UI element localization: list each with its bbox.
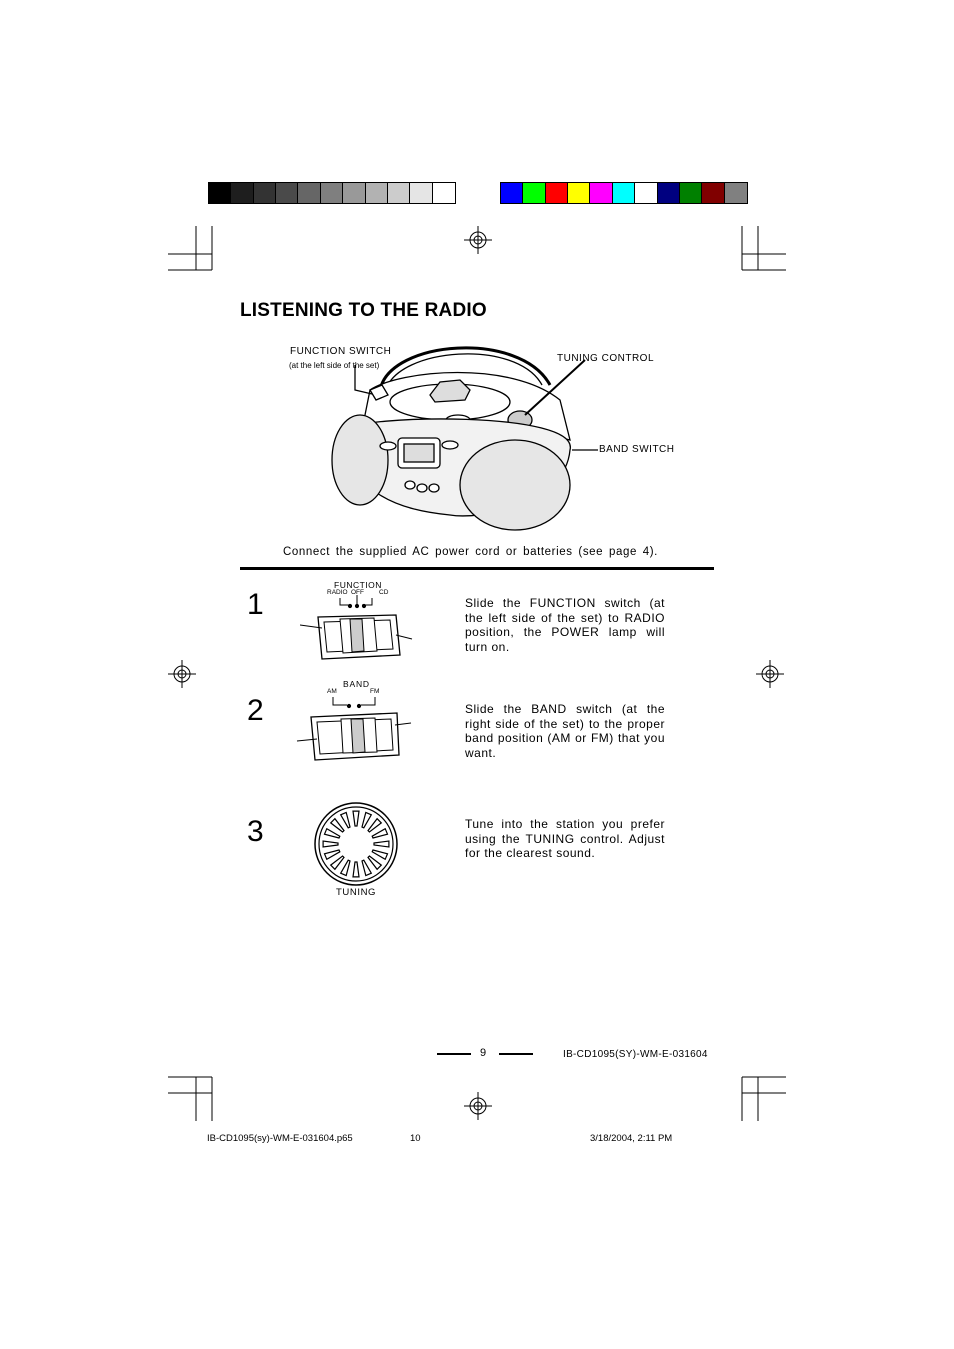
- function-off-label: OFF: [351, 589, 364, 596]
- registration-target-icon: [168, 660, 196, 688]
- gray-swatch: [343, 183, 366, 203]
- band-fm-label: FM: [370, 688, 380, 695]
- color-swatch: [612, 183, 636, 203]
- tuning-diagram-title: TUNING: [336, 887, 377, 898]
- knob-ridge: [373, 840, 390, 848]
- knob-ridge: [361, 859, 373, 877]
- knob-ridge: [339, 859, 351, 877]
- step-1-number: 1: [247, 588, 264, 621]
- registration-target-icon: [464, 1092, 492, 1120]
- band-switch-label: BAND SWITCH: [599, 444, 675, 455]
- page-title: LISTENING TO THE RADIO: [240, 300, 487, 321]
- color-swatch: [590, 183, 613, 203]
- function-switch-note: (at the left side of the set): [289, 361, 380, 370]
- knob-ridge: [361, 811, 373, 829]
- function-switch-diagram: [300, 595, 413, 660]
- band-switch-diagram: [296, 697, 412, 761]
- function-diagram-title: FUNCTION: [334, 580, 382, 590]
- page-number-rule-right: [499, 1053, 533, 1055]
- section-divider: [240, 567, 714, 570]
- gray-swatch: [365, 183, 388, 203]
- file-name: IB-CD1095(sy)-WM-E-031604.p65: [207, 1133, 353, 1144]
- step-2-number: 2: [247, 694, 264, 727]
- boombox-illustration: [331, 346, 598, 531]
- band-am-label: AM: [327, 688, 337, 695]
- knob-ridge: [367, 855, 383, 871]
- registration-target-icon: [464, 226, 492, 254]
- knob-ridge: [352, 810, 360, 827]
- color-swatch: [724, 183, 747, 203]
- print-timestamp: 3/18/2004, 2:11 PM: [590, 1133, 673, 1144]
- gray-swatch: [298, 183, 321, 203]
- registration-target-icon: [756, 660, 784, 688]
- step-1-text: Slide the FUNCTION switch (at the left s…: [465, 596, 665, 654]
- knob-ridge: [371, 827, 389, 839]
- knob-ridge: [339, 811, 351, 829]
- page-number-rule-left: [437, 1053, 471, 1055]
- gray-swatch: [410, 183, 433, 203]
- color-swatch: [702, 183, 725, 203]
- gray-swatch: [276, 183, 299, 203]
- doc-code: IB-CD1095(SY)-WM-E-031604: [563, 1049, 708, 1060]
- function-switch-label: FUNCTION SWITCH: [290, 346, 392, 357]
- tuning-knob-diagram: [314, 802, 398, 886]
- page-number: 9: [480, 1047, 487, 1059]
- color-swatch: [679, 183, 703, 203]
- gray-swatch: [432, 183, 455, 203]
- knob-ridge: [371, 849, 389, 861]
- gray-swatch: [387, 183, 411, 203]
- knob-ridge: [322, 840, 339, 848]
- color-swatch: [657, 183, 680, 203]
- knob-ridge: [323, 827, 341, 839]
- color-swatch: [501, 183, 524, 203]
- tuning-control-label: TUNING CONTROL: [557, 353, 654, 364]
- step-2-text: Slide the BAND switch (at the right side…: [465, 702, 665, 760]
- color-swatch: [523, 183, 546, 203]
- knob-ridge: [329, 855, 345, 871]
- grayscale-calibration-bar: [208, 182, 456, 204]
- step-3-number: 3: [247, 815, 264, 848]
- sheet-number: 10: [410, 1133, 421, 1144]
- knob-ridge: [323, 849, 341, 861]
- gray-swatch: [209, 183, 232, 203]
- color-swatch: [568, 183, 591, 203]
- power-caption: Connect the supplied AC power cord or ba…: [283, 546, 658, 558]
- color-calibration-bar: [500, 182, 748, 204]
- knob-ridge: [367, 817, 383, 833]
- color-swatch: [545, 183, 569, 203]
- gray-swatch: [231, 183, 254, 203]
- color-swatch: [635, 183, 658, 203]
- gray-swatch: [320, 183, 344, 203]
- step-3-text: Tune into the station you prefer using t…: [465, 817, 665, 861]
- band-diagram-title: BAND: [343, 679, 370, 689]
- knob-ridge: [352, 861, 360, 878]
- function-radio-label: RADIO: [327, 589, 348, 596]
- function-cd-label: CD: [379, 589, 389, 596]
- knob-ridge: [329, 817, 345, 833]
- gray-swatch: [253, 183, 277, 203]
